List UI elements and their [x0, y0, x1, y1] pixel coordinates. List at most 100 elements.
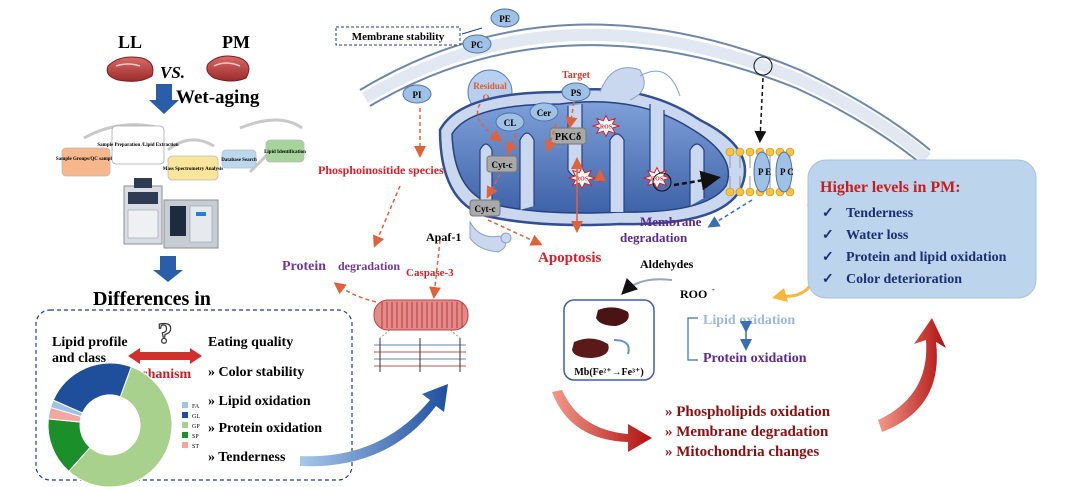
meat-sample-icons	[572, 307, 630, 358]
quality-item-3: » Protein oxidation	[208, 421, 322, 436]
pm-item-3: Protein and lipid oxidation	[846, 250, 1007, 265]
pi-label: PI	[413, 90, 422, 100]
legend-swatch-fa	[182, 402, 188, 408]
red-curved-arrow-right	[878, 318, 946, 432]
check-icon: ✓	[822, 228, 834, 243]
red-curved-arrow-left	[552, 390, 652, 452]
ps-label: PS	[571, 88, 582, 98]
blue-dashed-arrow	[707, 199, 753, 228]
ros-label: ROS	[600, 125, 613, 131]
legend-swatch-st	[182, 442, 188, 448]
bilayer-pc-label: P C	[780, 167, 794, 177]
ros-label: ROS	[651, 177, 664, 183]
roo-arrow	[621, 277, 673, 295]
ps-lipid	[561, 82, 591, 102]
membrane-degradation-label-2: degradation	[620, 230, 688, 245]
donut-slice-gp	[68, 366, 173, 487]
ll-meat-icon	[106, 56, 154, 82]
differences-title: Differences in	[93, 288, 211, 310]
ros-label: ROS	[576, 177, 589, 183]
apaf-label: Apaf-1	[426, 230, 461, 244]
workflow-step-3-label: Mass Spectrometry Analysis	[163, 167, 224, 172]
quality-item-2: » Lipid oxidation	[208, 394, 311, 409]
workflow-step-2	[111, 125, 165, 165]
cyt-c-label-1: Cyt-c	[492, 160, 513, 170]
check-icon: ✓	[822, 206, 834, 221]
workflow-step-5	[265, 139, 305, 163]
group-pm-label: PM	[222, 32, 250, 52]
aldehydes-label: Aldehydes	[640, 257, 694, 271]
phosphoinositide-label: Phosphoinositide species	[318, 163, 444, 177]
zoom-arrow-right	[673, 170, 721, 191]
eating-quality-title: Eating quality	[208, 335, 293, 350]
pi-lipid	[402, 84, 432, 104]
pc-label: PC	[471, 40, 483, 50]
pc-lipid	[462, 34, 492, 54]
cl-label: CL	[504, 118, 517, 128]
check-icon: ✓	[822, 250, 834, 265]
zoom-arrow-down	[754, 77, 767, 143]
cyt-c-box-2	[469, 199, 501, 217]
cyt-c-box-1	[486, 155, 518, 173]
legend-swatch-gl	[182, 412, 188, 418]
wet-aging-label: Wet-aging	[176, 87, 260, 108]
bilayer-pe-label: P E	[758, 167, 771, 177]
workflow-step-2-label: Sample Preparation /Lipid Extraction	[97, 143, 178, 148]
roo-label: ROO	[680, 287, 707, 301]
group-ll-label: LL	[118, 32, 142, 52]
pm-box-title: Higher levels in PM:	[820, 179, 961, 196]
legend-label-gl: GL	[192, 414, 200, 420]
pm-item-1: Tenderness	[846, 206, 914, 221]
mass-spectrometer-icon	[123, 178, 219, 249]
down-arrow-icon	[153, 256, 183, 282]
cell-membrane-inner	[369, 44, 925, 167]
cer-label: Cer	[537, 108, 552, 118]
myoglobin-label: Mb(Fe²⁺→Fe³⁺)	[574, 367, 643, 378]
caspase-label: Caspase-3	[406, 267, 454, 279]
pe-lipid	[490, 8, 520, 28]
quality-item-1: » Color stability	[208, 365, 304, 380]
residual-o2-symbol: O	[482, 93, 489, 103]
workflow-step-4-label: Database Search	[221, 158, 257, 163]
cyt-c-label-2: Cyt-c	[475, 204, 496, 214]
roo-superscript: -	[712, 285, 715, 294]
legend-label-sp: SP	[192, 434, 199, 440]
outcome-2: » Membrane degradation	[665, 424, 829, 440]
vs-label: VS.	[160, 63, 185, 82]
phospholipid-bilayer-icon	[725, 147, 795, 197]
pm-summary-box	[807, 159, 1037, 299]
workflow-step-1	[61, 147, 111, 177]
workflow-step-3	[167, 155, 219, 181]
curved-arrow-icon	[300, 384, 448, 467]
down-arrow-icon	[149, 84, 179, 114]
zoom-circle-top	[753, 56, 773, 76]
question-mark-icon: ?	[158, 317, 173, 350]
oxidation-bracket	[687, 317, 698, 361]
double-arrow-icon	[128, 348, 202, 364]
membrane-stability-label: Membrane stability	[352, 31, 445, 43]
ros-burst-icon	[567, 166, 597, 190]
target-label: Target	[562, 70, 591, 81]
residual-o2-label: Residual	[473, 81, 507, 91]
outcome-1: » Phospholipids oxidation	[665, 404, 831, 420]
membrane-degradation-label-1: Membrane	[640, 214, 702, 229]
quality-item-4: » Tenderness	[208, 450, 286, 465]
check-icon: ✓	[822, 272, 834, 287]
lipid-profile-box	[35, 309, 353, 481]
comparison-header: LL VS. PM	[106, 32, 250, 82]
myofibril-icon	[373, 299, 469, 372]
workflow-steps: Sample Groups/QC samples Sample Preparat…	[56, 118, 306, 181]
workflow-step-4	[221, 149, 257, 169]
protein-oxidation-label: Protein oxidation	[703, 351, 807, 366]
ros-burst-icon	[591, 114, 621, 138]
pm-item-4: Color deterioration	[846, 272, 962, 287]
pe-label: PE	[499, 14, 511, 24]
lipid-class-donut-chart	[47, 362, 173, 487]
membrane-stability-box	[335, 26, 461, 46]
cl-lipid	[495, 112, 525, 132]
outcome-3: » Mitochondria changes	[665, 444, 819, 460]
legend-label-st: ST	[192, 444, 199, 450]
zoom-circle-mito	[652, 172, 672, 192]
pkc-label: PKCδ	[555, 132, 581, 143]
